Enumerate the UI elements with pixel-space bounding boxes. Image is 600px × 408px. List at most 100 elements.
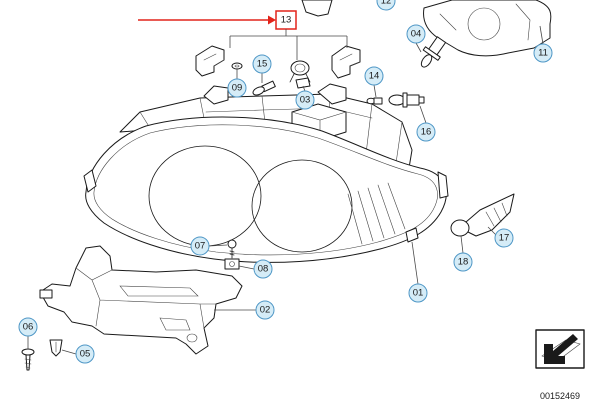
bulbs [231,36,515,237]
highlight-label: 13 [281,15,292,26]
bracket-body [39,245,243,355]
clip-05 [49,339,63,357]
socket-17-ribs [485,202,508,227]
callout-label: 02 [260,305,271,316]
callout-bubble [494,228,514,248]
callout-bubble [253,259,273,279]
callout-14: 14 [364,66,384,98]
highlight-arrow-head [268,15,276,25]
callout-leader [415,42,422,53]
housing-top-tab-left [203,85,229,105]
turn-signal-socket-17 [465,193,515,237]
clip-bracket-right [331,45,361,79]
callout-11: 11 [533,25,553,63]
bracket-tab-left [39,289,53,299]
corner-reflector-ribs [347,182,406,245]
callout-12: 12 [376,0,396,11]
spring-ring-clip [290,60,310,76]
callout-leader [238,265,255,270]
callout-bubble [406,24,426,44]
bulb-16-tab [418,96,425,104]
diagram-number: 00152469 [540,391,580,401]
callout-bubble [295,90,315,110]
side-marker [405,227,419,243]
headlight-assembly [83,83,449,263]
callout-bubble [255,300,275,320]
callout-17: 17 [487,226,514,248]
callout-label: 12 [381,0,392,7]
clip-part-12 [301,0,333,17]
bulb-cover-11 [423,0,552,57]
callout-bubble [252,54,272,74]
bulb-15 [252,80,276,96]
high-beam-reflector [251,159,353,253]
callout-bubble [453,252,473,272]
spring-ring-clip-inner [294,63,306,73]
callout-15: 15 [252,54,272,83]
kit-bracket-lines [229,29,348,60]
callout-label: 16 [421,127,432,138]
bulb-cover-11-ring [467,7,501,41]
callout-08: 08 [238,259,273,279]
repair-kit-clips [195,45,361,83]
callout-09: 09 [227,69,247,98]
callout-01: 01 [408,241,428,303]
callout-leader [373,84,377,98]
clip-bracket-left-fold [203,53,225,67]
nut-08-body [224,258,240,270]
callout-label: 06 [23,322,34,333]
callout-bubble [376,0,396,11]
callout-bubble [416,122,436,142]
callout-bubble [533,43,553,63]
nut-08-hole [229,261,235,267]
callout-label: 11 [538,48,548,59]
screw-07-shaft [229,247,235,259]
lens-left-tab [83,169,97,193]
screw-07 [227,239,237,259]
bulb-04 [420,36,447,68]
diagram-stamp: 00152469 [535,329,585,401]
clip-bracket-right-fold [339,53,361,67]
arrow-icon-arrow [544,334,578,364]
bulb-14-base [373,97,383,105]
callout-label: 04 [411,29,422,40]
callout-label: 07 [195,241,206,252]
callout-label: 17 [499,233,510,244]
callout-label: 09 [232,83,243,94]
highlight-callout: 13 [138,10,348,60]
callout-leader [539,25,544,45]
callout-bubble [408,283,428,303]
bulb-16-base [406,94,420,106]
bulb-14 [366,97,383,105]
clip-bracket-left [195,45,225,77]
callout-bubble [227,78,247,98]
screw-06-head [21,348,35,356]
washer-09 [231,62,243,70]
top-cover-part [301,0,552,57]
callouts: 12 04 11 15 09 03 14 [18,0,553,364]
callout-04: 04 [406,24,426,53]
callout-leader [61,349,77,355]
callout-label: 03 [300,95,311,106]
bracket-folds [75,267,217,331]
lens-inner [93,124,438,256]
bracket-hole [186,333,198,343]
callout-02: 02 [214,300,275,320]
callout-06: 06 [18,317,38,349]
callout-03: 03 [295,85,315,110]
screw-06-shaft [25,354,31,371]
callout-label: 14 [369,71,380,82]
mounting-bracket-02 [39,245,243,355]
callout-label: 15 [257,59,268,70]
nut-08 [224,258,240,270]
callout-leader [419,105,427,124]
fasteners [21,239,240,371]
bulb-04-glass [420,54,433,68]
screw-06-thread [24,358,32,369]
housing-top-tab-right [317,83,347,105]
callout-18: 18 [453,235,473,272]
screw-06 [21,348,35,371]
callout-leader [487,226,497,236]
callout-leader [302,85,306,92]
